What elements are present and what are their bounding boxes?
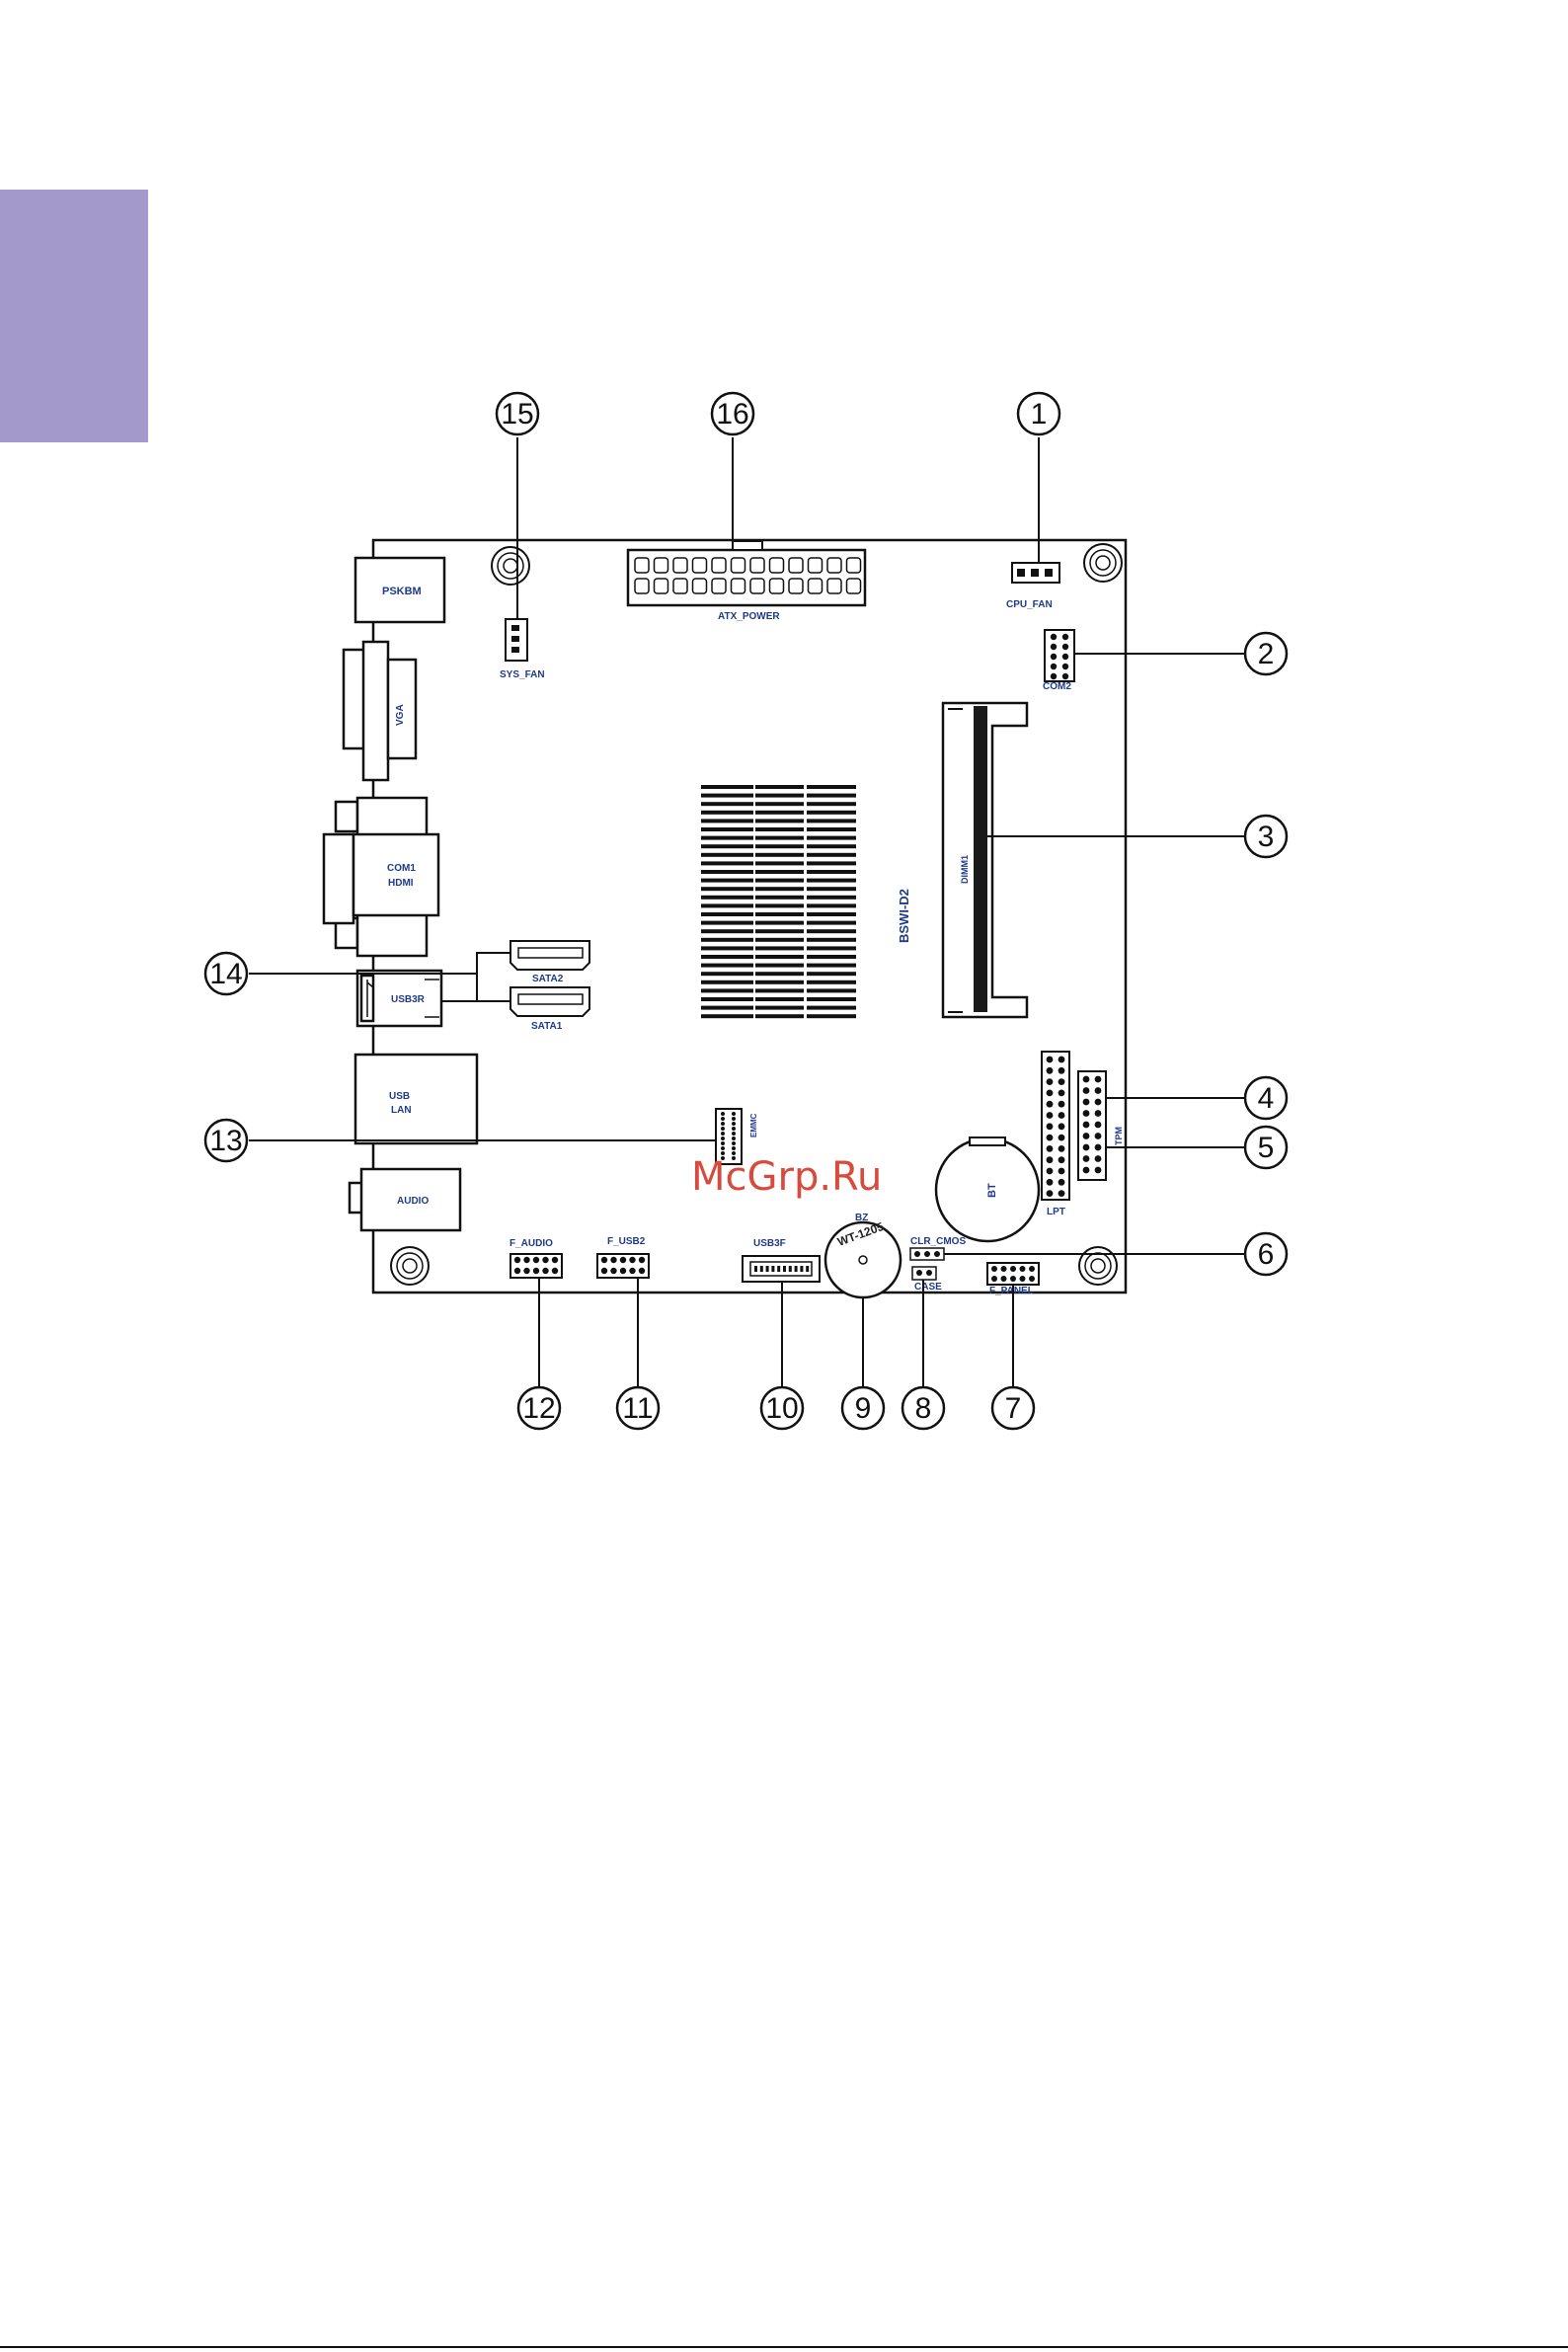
callout-10: 10: [761, 1387, 803, 1429]
cmos-battery: BT: [936, 1137, 1039, 1241]
bottom-rule: [0, 2346, 1568, 2348]
tpm-label: TPM: [1114, 1127, 1124, 1145]
callout-number: 2: [1258, 638, 1275, 670]
callout-7: 7: [992, 1387, 1034, 1429]
ps2-port: PSKBM: [355, 558, 444, 622]
emmc-label: EMMC: [749, 1113, 758, 1137]
f-panel-label: F_PANEL: [989, 1286, 1034, 1296]
callout-number: 5: [1258, 1132, 1275, 1164]
callout-number: 15: [501, 398, 533, 431]
callout-2: 2: [1245, 633, 1287, 674]
callout-number: 7: [1005, 1392, 1022, 1425]
clr-cmos-label: CLR_CMOS: [910, 1236, 966, 1247]
com2-label: COM2: [1043, 681, 1071, 692]
usb-lan-port: USB LAN: [355, 1055, 477, 1143]
callout-6: 6: [1245, 1233, 1287, 1275]
callout-1: 1: [1018, 393, 1059, 434]
callout-number: 8: [915, 1392, 932, 1425]
callout-number: 9: [855, 1392, 872, 1425]
callout-number: 6: [1258, 1238, 1275, 1271]
callout-9: 9: [842, 1387, 884, 1429]
callout-number: 1: [1031, 398, 1048, 431]
callout-3: 3: [1245, 816, 1287, 857]
callout-number: 10: [765, 1392, 798, 1425]
audio-port: AUDIO: [350, 1169, 460, 1230]
callout-8: 8: [902, 1387, 944, 1429]
board-model-label: BSWI-D2: [897, 889, 911, 943]
com1-label: COM1: [387, 863, 416, 874]
sys-fan-label: SYS_FAN: [500, 669, 545, 680]
sata2-label: SATA2: [532, 974, 564, 984]
ps2-label: PSKBM: [382, 586, 422, 597]
case-label: CASE: [914, 1282, 942, 1293]
callout-12: 12: [518, 1387, 560, 1429]
vga-port: VGA: [344, 642, 416, 780]
callout-number: 11: [622, 1392, 653, 1425]
com2-header: COM2: [1043, 630, 1074, 692]
lpt-header: LPT: [1042, 1052, 1069, 1217]
dimm1-label: DIMM1: [960, 855, 970, 884]
callout-13: 13: [205, 1120, 247, 1161]
callout-11: 11: [617, 1387, 659, 1429]
atx-power-label: ATX_POWER: [718, 611, 780, 622]
callout-5: 5: [1245, 1127, 1287, 1168]
sata1-label: SATA1: [531, 1021, 563, 1032]
audio-label: AUDIO: [397, 1196, 429, 1207]
callout-number: 14: [209, 958, 242, 990]
usb3r-port: USB3R: [357, 971, 441, 1026]
usb-label: USB: [389, 1091, 410, 1102]
callout-16: 16: [712, 393, 753, 434]
hdmi-label: HDMI: [388, 878, 414, 889]
cpu-fan-label: CPU_FAN: [1006, 599, 1053, 610]
callout-15: 15: [497, 393, 538, 434]
f-audio-label: F_AUDIO: [510, 1238, 553, 1249]
callout-number: 12: [522, 1392, 555, 1425]
callout-14: 14: [205, 953, 247, 994]
lan-label: LAN: [391, 1105, 412, 1116]
bt-label: BT: [986, 1183, 998, 1198]
callout-number: 3: [1258, 821, 1275, 853]
com1-hdmi-port: COM1 HDMI: [324, 798, 438, 956]
vga-label: VGA: [395, 704, 406, 726]
lpt-label: LPT: [1047, 1207, 1065, 1217]
usb3f-label: USB3F: [753, 1238, 786, 1249]
callout-number: 16: [716, 398, 748, 431]
callout-4: 4: [1245, 1077, 1287, 1119]
f-usb2-label: F_USB2: [607, 1236, 646, 1247]
usb3r-label: USB3R: [391, 994, 426, 1005]
watermark: McGrp.Ru: [691, 1154, 882, 1200]
callout-number: 13: [209, 1125, 242, 1157]
callout-number: 4: [1258, 1082, 1275, 1115]
